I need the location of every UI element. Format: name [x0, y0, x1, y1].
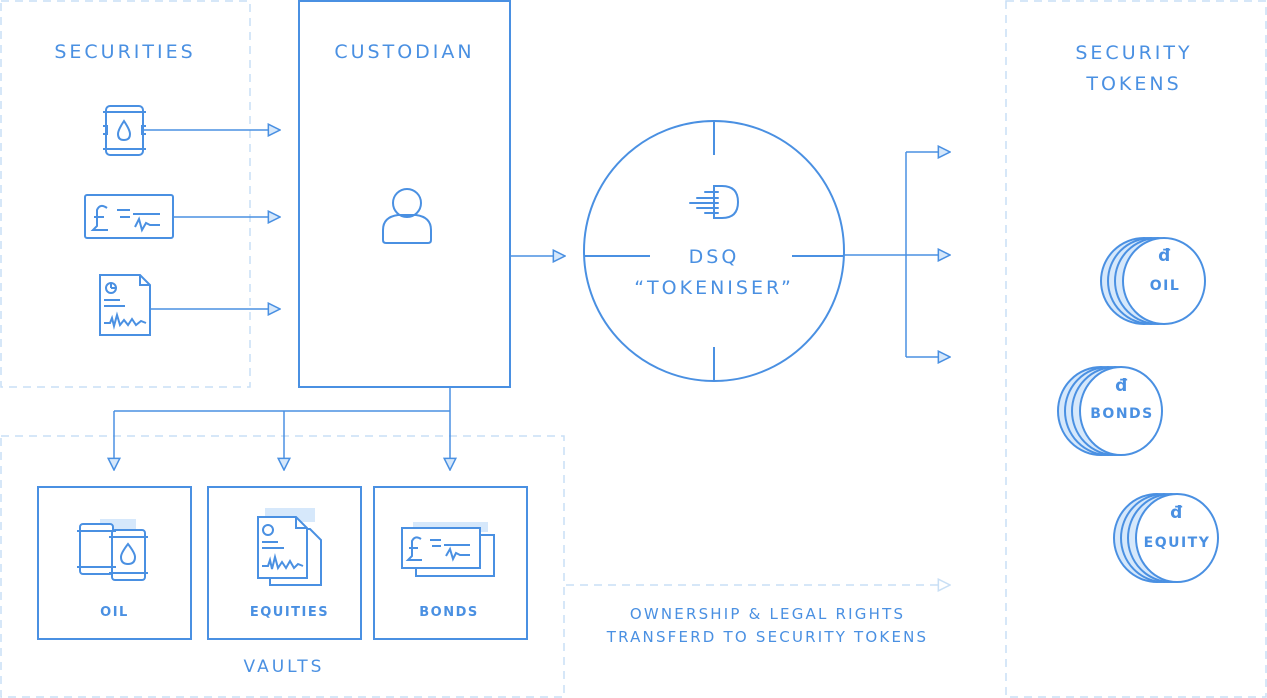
bond-certificates-icon [401, 522, 495, 577]
security-tokens-group [1005, 0, 1267, 698]
vault-equities-label: EQUITIES [249, 605, 330, 620]
tokeniser-to-tokens-connector [844, 152, 950, 357]
custodian-to-vaults-connector [114, 388, 450, 470]
token-equity-symbol: đ [1170, 503, 1184, 523]
securities-title: SECURITIES [54, 41, 196, 63]
token-oil-label: OIL [1149, 278, 1181, 294]
bond-certificate-icon [84, 194, 174, 239]
tokeniser-line2: “TOKENISER” [634, 277, 794, 299]
securities-group [0, 0, 251, 388]
equity-document-icon [99, 274, 151, 336]
token-oil-coin-stack [1100, 237, 1206, 325]
custodian-box [298, 0, 511, 388]
tokeniser-line1: DSQ [688, 246, 740, 268]
tokeniser-crosshair [584, 121, 844, 381]
vault-oil-label: OIL [100, 605, 129, 620]
oil-barrels-icon [77, 519, 148, 581]
oil-barrel-icon [103, 105, 146, 156]
token-bonds-label: BONDS [1090, 406, 1154, 422]
custodian-title: CUSTODIAN [334, 41, 475, 63]
vaults-group [0, 435, 565, 698]
ownership-note: OWNERSHIP & LEGAL RIGHTS TRANSFERD TO SE… [590, 603, 945, 649]
token-bonds-symbol: đ [1115, 376, 1129, 396]
vaults-title: VAULTS [243, 657, 325, 677]
token-equity-coin-stack [1113, 493, 1219, 583]
tokeniser-title: DSQ “TOKENISER” [614, 242, 814, 304]
equity-documents-icon [257, 508, 322, 586]
vault-bonds-label: BONDS [419, 605, 479, 620]
token-bonds-coin-stack [1057, 366, 1163, 456]
ownership-note-line1: OWNERSHIP & LEGAL RIGHTS [629, 605, 906, 623]
token-oil-symbol: đ [1158, 246, 1172, 266]
user-icon [382, 188, 432, 244]
ownership-note-line2: TRANSFERD TO SECURITY TOKENS [606, 628, 929, 646]
security-tokens-line1: SECURITY [1075, 42, 1193, 64]
token-equity-label: EQUITY [1143, 535, 1211, 551]
security-tokens-title: SECURITY TOKENS [1034, 38, 1234, 100]
security-tokens-line2: TOKENS [1086, 73, 1182, 95]
dsq-logo-icon [689, 185, 740, 219]
